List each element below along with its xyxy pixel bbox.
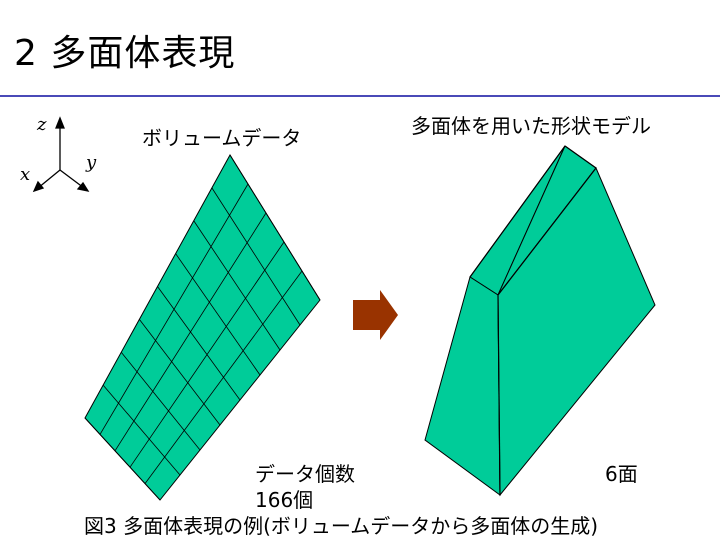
x-axis-arrowhead: [32, 180, 45, 193]
voxel-grid-line: [157, 286, 241, 401]
voxel-grid-line: [120, 351, 201, 451]
z-axis-arrowhead: [55, 116, 65, 129]
y-axis-arrowhead: [76, 181, 90, 192]
voxel-grid-line: [175, 253, 261, 376]
title-divider: [0, 95, 720, 97]
data-count-value: 166個: [255, 488, 314, 512]
voxel-grid-line: [84, 417, 161, 501]
figure-caption: 図3 多面体表現の例(ボリュームデータから多面体の生成): [84, 514, 599, 538]
voxel-grid-line: [193, 220, 281, 351]
voxel-grid-line: [99, 183, 249, 435]
voxel-grid-line: [139, 319, 221, 426]
x-axis-line: [37, 169, 61, 189]
voxel-grid-line: [102, 384, 181, 476]
y-axis-label: y: [86, 152, 97, 173]
data-count-label: データ個数: [255, 462, 355, 486]
right-arrow-icon: [353, 290, 398, 340]
slide-title: 2 多面体表現: [14, 33, 236, 74]
model-heading: 多面体を用いた形状モデル: [411, 114, 651, 138]
voxel-grid-lines: [84, 154, 321, 501]
polyhedron-face-left: [424, 276, 501, 496]
voxel-grid-line: [114, 212, 267, 452]
voxel-grid-line: [229, 154, 321, 301]
voxel-grid-line: [144, 270, 303, 484]
voxel-grid-line: [211, 187, 301, 326]
x-axis-label: x: [20, 164, 31, 185]
voxel-heading: ボリュームデータ: [142, 126, 302, 150]
y-axis-line: [59, 169, 85, 189]
face-count-label: 6面: [605, 462, 638, 486]
z-axis-label: z: [37, 114, 47, 135]
voxel-grid-line: [129, 241, 285, 468]
